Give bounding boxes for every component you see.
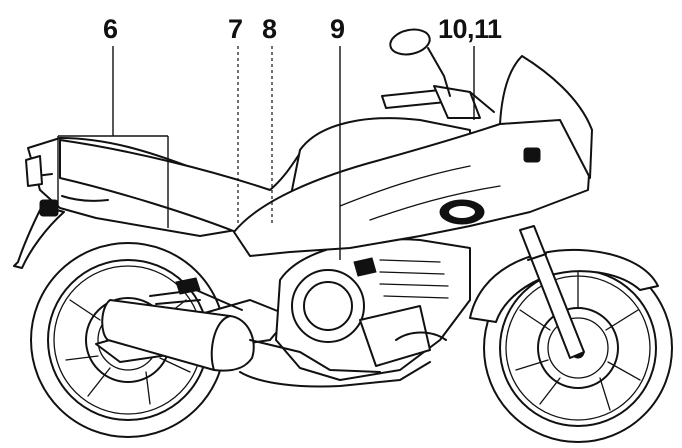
engine: [276, 239, 470, 380]
callout-6: 6: [103, 16, 118, 43]
callout-10-11: 10,11: [438, 16, 502, 43]
callout-7: 7: [228, 16, 243, 43]
handlebar: [382, 86, 494, 118]
callout-9: 9: [330, 16, 345, 43]
callout-8: 8: [262, 16, 277, 43]
